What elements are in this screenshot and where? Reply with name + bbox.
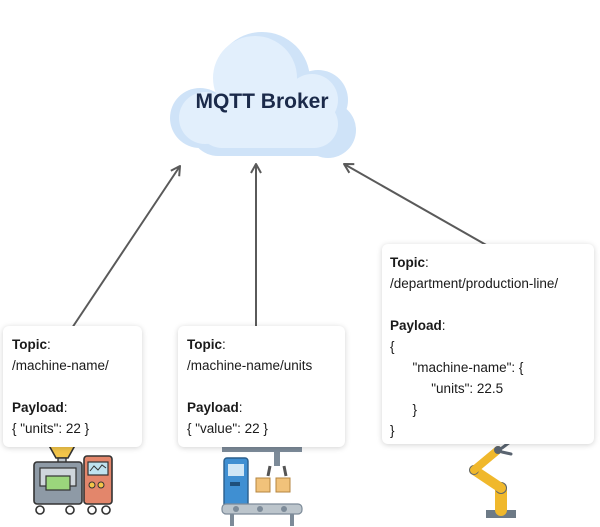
payload-line: { "value": 22 }	[187, 421, 268, 436]
payload-line: "units": 22.5	[390, 381, 504, 396]
filling-machine-icon	[33, 439, 113, 515]
topic-value: /machine-name/units	[187, 358, 313, 373]
payload-key: Payload	[390, 318, 442, 333]
payload-line: "machine-name": {	[390, 360, 524, 375]
broker-label: MQTT Broker	[195, 90, 329, 113]
payload-key: Payload	[187, 400, 239, 415]
payload-line: }	[390, 402, 418, 417]
payload-line: { "units": 22 }	[12, 421, 90, 436]
conveyor-robot-icon	[221, 446, 303, 526]
arrow-client-1	[71, 165, 181, 329]
topic-value: /machine-name/	[12, 358, 109, 373]
arrow-client-3	[343, 163, 489, 247]
broker-cloud	[170, 32, 356, 158]
payload-key: Payload	[12, 400, 64, 415]
topic-key: Topic	[187, 337, 222, 352]
message-card-production-line: Topic: /department/production-line/ Payl…	[382, 244, 594, 444]
payload-line: }	[390, 423, 395, 438]
robotic-arm-icon	[469, 440, 516, 518]
topic-key: Topic	[12, 337, 47, 352]
topic-value: /department/production-line/	[390, 276, 559, 291]
message-card-machine-units: Topic: /machine-name/units Payload: { "v…	[178, 326, 345, 447]
message-card-machine-name: Topic: /machine-name/ Payload: { "units"…	[3, 326, 142, 447]
topic-key: Topic	[390, 255, 425, 270]
payload-line: {	[390, 339, 395, 354]
